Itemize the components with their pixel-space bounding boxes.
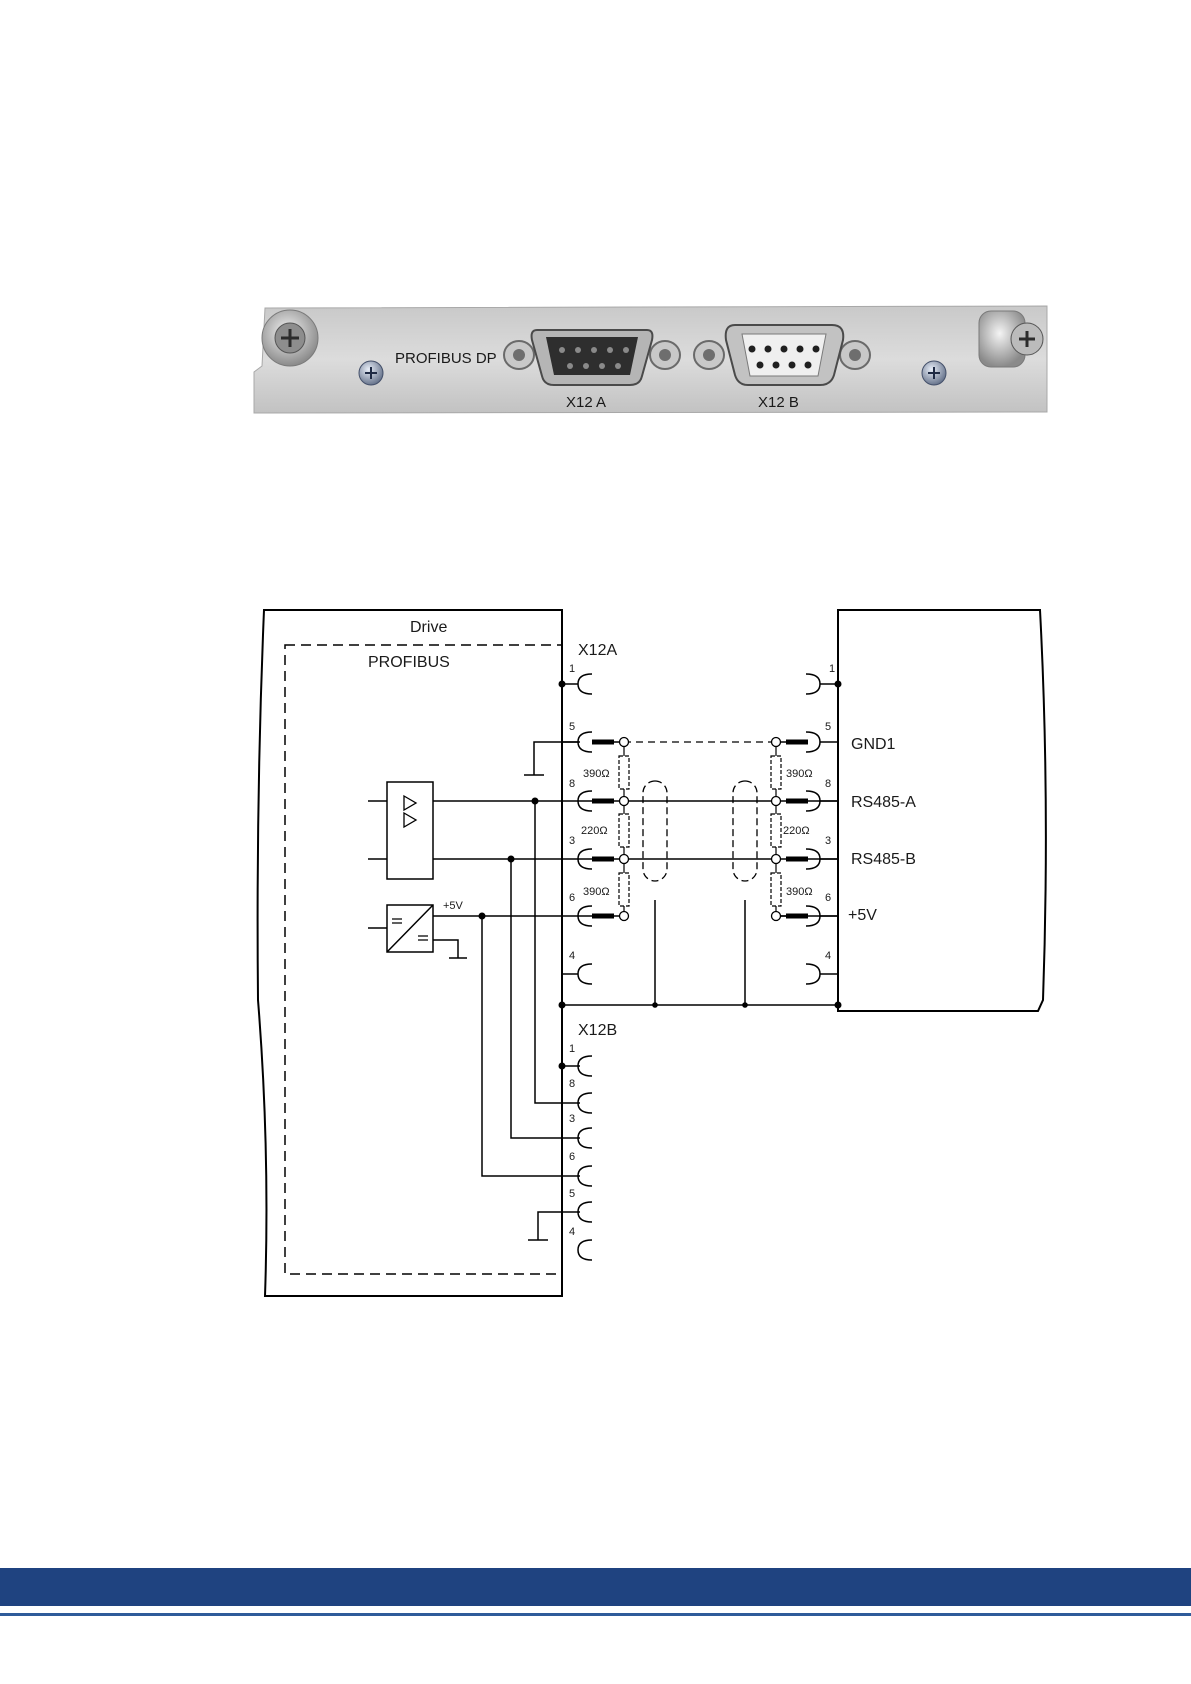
x12b-pin-label: 1	[569, 1043, 575, 1055]
resistor-value: 390Ω	[583, 886, 610, 898]
termination-resistor	[771, 814, 781, 847]
resistor-value: 390Ω	[583, 768, 610, 780]
x12b-pin-label: 3	[569, 1113, 575, 1125]
remote-pin-label: 6	[825, 892, 831, 904]
x12a-pin-label: 1	[569, 663, 575, 675]
remote-pin-label: 1	[829, 663, 835, 675]
cable-shield-right	[733, 781, 757, 881]
x12b-pin-label: 8	[569, 1078, 575, 1090]
resistor-value: 390Ω	[786, 768, 813, 780]
connector-x12b-label: X12B	[578, 1022, 617, 1039]
signal-gnd1: GND1	[851, 736, 896, 753]
resistor-value: 220Ω	[783, 825, 810, 837]
signal-rs485-b: RS485-B	[851, 851, 916, 868]
x12a-pin-label: 5	[569, 721, 575, 733]
cable-shield-left	[643, 781, 667, 881]
x12b-pin-label: 6	[569, 1151, 575, 1163]
x12a-pin-label: 4	[569, 950, 575, 962]
x12a-pin-label: 6	[569, 892, 575, 904]
x12b-pin-label: 4	[569, 1226, 575, 1238]
resistor-value: 220Ω	[581, 825, 608, 837]
x12a-pin-label: 8	[569, 778, 575, 790]
termination-resistor	[771, 873, 781, 906]
footer-band	[0, 1568, 1191, 1606]
signal-rs485-a: RS485-A	[851, 794, 916, 811]
termination-resistor	[771, 756, 781, 789]
remote-pin-label: 5	[825, 721, 831, 733]
connector-x12a-label: X12A	[578, 642, 617, 659]
termination-resistor	[619, 873, 629, 906]
x12a-pin-label: 3	[569, 835, 575, 847]
supply-5v-label: +5V	[443, 900, 464, 912]
x12b-pin-label: 5	[569, 1188, 575, 1200]
signal-5v: +5V	[848, 907, 877, 924]
drive-housing	[258, 610, 562, 1296]
profibus-module-title: PROFIBUS	[368, 654, 450, 671]
remote-pin-label: 4	[825, 950, 831, 962]
termination-resistor	[619, 756, 629, 789]
termination-resistor	[619, 814, 629, 847]
rs485-transceiver	[387, 782, 433, 879]
footer-line	[0, 1613, 1191, 1616]
drive-title: Drive	[410, 619, 447, 636]
resistor-value: 390Ω	[786, 886, 813, 898]
remote-pin-label: 3	[825, 835, 831, 847]
profibus-module-boundary	[285, 645, 562, 1274]
remote-pin-label: 8	[825, 778, 831, 790]
